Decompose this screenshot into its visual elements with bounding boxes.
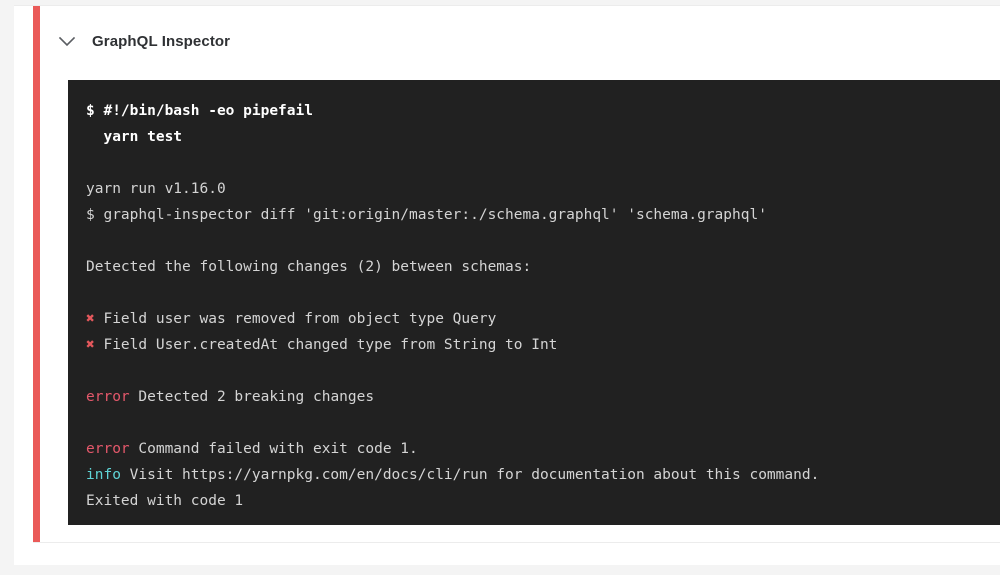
log-level-error: error — [86, 389, 130, 405]
terminal-output-text: Detected the following changes (2) betwe… — [86, 259, 532, 275]
terminal-output-text: Exited with code 1 — [86, 493, 244, 509]
terminal-output-text: $ graphql-inspector diff 'git:origin/mas… — [86, 207, 767, 223]
terminal-line: Exited with code 1 — [86, 488, 996, 514]
log-message-text: Visit https://yarnpkg.com/en/docs/cli/ru… — [120, 467, 820, 483]
terminal-line: $ graphql-inspector diff 'git:origin/mas… — [86, 202, 996, 228]
terminal-line: error Detected 2 breaking changes — [86, 384, 996, 410]
terminal-line — [86, 228, 996, 254]
terminal-line — [86, 410, 996, 436]
job-title: GraphQL Inspector — [92, 32, 231, 50]
breaking-change-text: Field user was removed from object type … — [94, 311, 497, 327]
log-message-text: Detected 2 breaking changes — [129, 389, 375, 405]
terminal-line: yarn test — [86, 124, 996, 150]
terminal-log-output[interactable]: $ #!/bin/bash -eo pipefail yarn test yar… — [68, 80, 1000, 525]
terminal-line: ✖ Field user was removed from object typ… — [86, 306, 996, 332]
terminal-lines: $ #!/bin/bash -eo pipefail yarn test yar… — [68, 98, 1000, 514]
terminal-command-text: yarn test — [86, 129, 183, 145]
terminal-output-text: yarn run v1.16.0 — [86, 181, 226, 197]
job-header-toggle[interactable]: GraphQL Inspector — [54, 22, 230, 60]
card-divider — [33, 542, 1000, 543]
terminal-output-text — [86, 233, 95, 249]
terminal-line — [86, 358, 996, 384]
job-log-card: GraphQL Inspector $ #!/bin/bash -eo pipe… — [14, 5, 1000, 565]
terminal-line: info Visit https://yarnpkg.com/en/docs/c… — [86, 462, 996, 488]
terminal-line: error Command failed with exit code 1. — [86, 436, 996, 462]
terminal-line: yarn run v1.16.0 — [86, 176, 996, 202]
job-status-rail — [33, 6, 40, 542]
terminal-line — [86, 150, 996, 176]
terminal-line — [86, 280, 996, 306]
terminal-line: Detected the following changes (2) betwe… — [86, 254, 996, 280]
log-level-info: info — [86, 467, 121, 483]
terminal-line: $ #!/bin/bash -eo pipefail — [86, 98, 996, 124]
log-level-error: error — [86, 441, 130, 457]
terminal-command-text: $ #!/bin/bash -eo pipefail — [86, 103, 313, 119]
breaking-change-fail-icon: ✖ — [86, 311, 95, 327]
chevron-down-icon[interactable] — [54, 28, 80, 54]
card-footer — [33, 543, 1000, 565]
terminal-output-text — [86, 363, 95, 379]
terminal-output-text — [86, 155, 95, 171]
log-message-text: Command failed with exit code 1. — [129, 441, 418, 457]
terminal-output-text — [86, 415, 95, 431]
terminal-line: ✖ Field User.createdAt changed type from… — [86, 332, 996, 358]
breaking-change-text: Field User.createdAt changed type from S… — [94, 337, 558, 353]
terminal-output-text — [86, 285, 95, 301]
breaking-change-fail-icon: ✖ — [86, 337, 95, 353]
